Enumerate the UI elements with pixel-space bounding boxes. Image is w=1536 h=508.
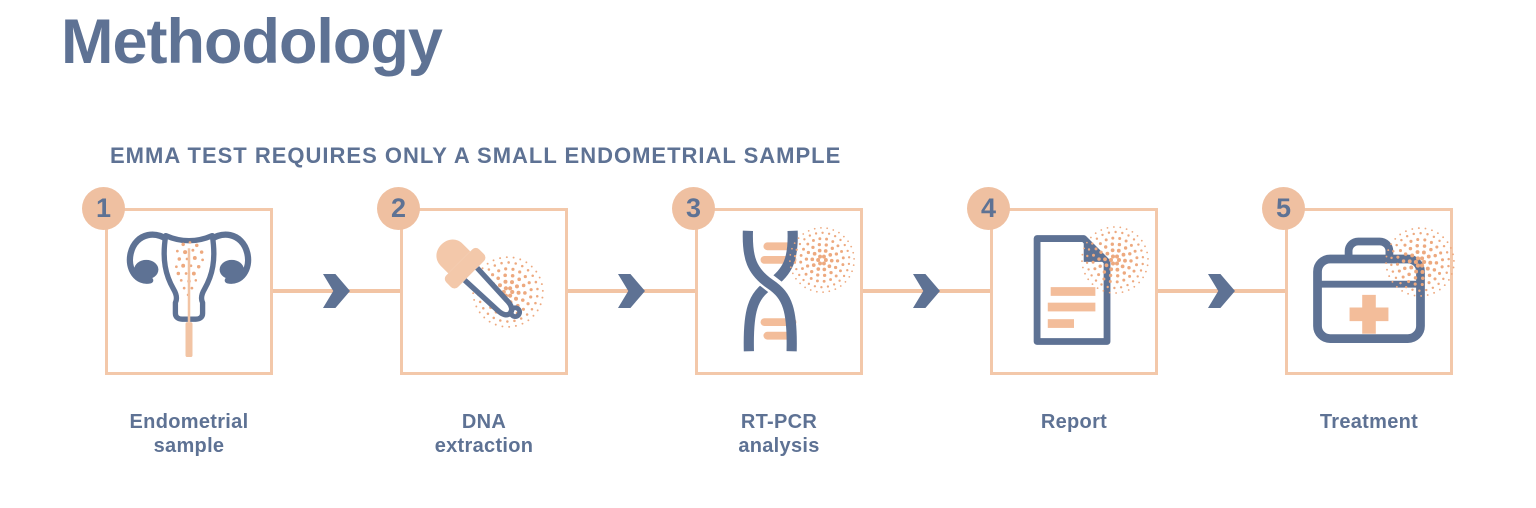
medical-cross bbox=[1349, 294, 1389, 334]
dropper-icon bbox=[436, 239, 523, 319]
step-5-label: Treatment bbox=[1319, 411, 1419, 433]
medical-kit-icon bbox=[1313, 237, 1425, 343]
step-3-number-badge: 3 bbox=[672, 187, 715, 230]
subtitle: EMMA TEST REQUIRES ONLY A SMALL ENDOMETR… bbox=[110, 143, 842, 168]
flow-connector-1 bbox=[273, 274, 400, 308]
step-2-number-badge: 2 bbox=[377, 187, 420, 230]
step-2-label: DNA extraction bbox=[434, 411, 534, 458]
step-1-box bbox=[105, 208, 273, 375]
flow-connector-3 bbox=[863, 274, 990, 308]
report-document-icon bbox=[1033, 235, 1111, 345]
page-fold bbox=[1083, 238, 1108, 262]
step-3-label: RT-PCR analysis bbox=[738, 411, 820, 458]
dna-helix-icon bbox=[742, 230, 798, 352]
step-1-endometrial-sample: 1 Endometrial bbox=[82, 187, 273, 457]
flow-connector-2 bbox=[568, 274, 695, 308]
flow-connector-4 bbox=[1158, 274, 1285, 308]
uterus-sample-icon bbox=[126, 231, 252, 358]
step-2-dna-extraction: 2 DNA extraction bbox=[377, 187, 568, 457]
page-title: Methodology bbox=[61, 7, 443, 77]
step-4-box bbox=[990, 208, 1158, 375]
sampling-probe bbox=[187, 248, 191, 323]
step-5-box bbox=[1285, 208, 1455, 375]
step-5-number-badge: 5 bbox=[1262, 187, 1305, 230]
report-text-lines bbox=[1047, 287, 1096, 328]
step-4-label: Report bbox=[1040, 411, 1108, 433]
step-4-report: 4 Report bbox=[967, 187, 1158, 433]
step-4-number-badge: 4 bbox=[967, 187, 1010, 230]
step-5-treatment: 5 Treatment bbox=[1262, 187, 1455, 433]
step-3-box bbox=[695, 208, 863, 375]
step-1-label: Endometrial sample bbox=[129, 411, 249, 458]
step-2-box bbox=[400, 208, 568, 375]
step-1-number-badge: 1 bbox=[82, 187, 125, 230]
step-3-rt-pcr-analysis: 3 RT-PCR analysis bbox=[672, 187, 863, 457]
